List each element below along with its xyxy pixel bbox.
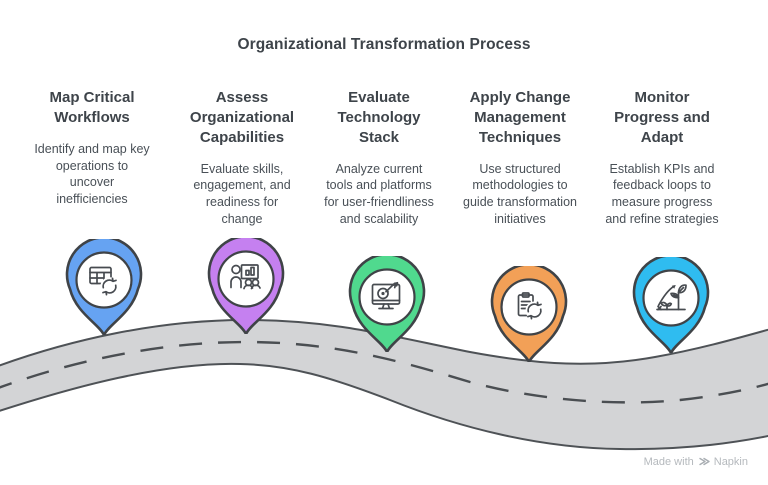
step-column-3: Evaluate Technology Stack Analyze curren… — [299, 88, 459, 227]
watermark-brand: Napkin — [713, 456, 748, 468]
step-title: Map Critical Workflows — [49, 89, 135, 126]
step-title: Monitor Progress and Adapt — [614, 89, 710, 146]
monitor-target-icon — [371, 281, 401, 310]
clipboard-sync-icon — [517, 292, 544, 320]
napkin-logo-icon — [699, 457, 710, 466]
step-title: Assess Organizational Capabilities — [189, 89, 295, 146]
page-title: Organizational Transformation Process — [237, 36, 531, 53]
step-description: Evaluate skills, engagement, and readine… — [193, 161, 291, 226]
step-column-5: Monitor Progress and Adapt Establish KPI… — [582, 88, 742, 227]
step-description: Analyze current tools and platforms for … — [324, 161, 434, 226]
step-column-2: Assess Organizational Capabilities Evalu… — [162, 88, 322, 227]
step-column-1: Map Critical Workflows Identify and map … — [12, 88, 172, 207]
presentation-audience-icon — [230, 264, 261, 290]
step-title: Evaluate Technology Stack — [337, 89, 421, 146]
growth-plant-icon — [656, 284, 687, 311]
step-column-4: Apply Change Management Techniques Use s… — [440, 88, 600, 227]
table-sync-icon — [89, 266, 119, 296]
step-title: Apply Change Management Techniques — [469, 89, 571, 146]
watermark: Made with Napkin — [644, 456, 748, 468]
map-pin-step-5 — [632, 257, 710, 353]
watermark-prefix: Made with — [643, 456, 694, 468]
map-pin-step-4 — [490, 266, 568, 362]
step-description: Establish KPIs and feedback loops to mea… — [605, 161, 719, 226]
map-pin-step-2 — [207, 238, 285, 334]
map-pin-step-1 — [65, 239, 143, 335]
step-description: Use structured methodologies to guide tr… — [463, 161, 577, 226]
step-description: Identify and map key operations to uncov… — [34, 141, 150, 206]
pin-inner-circle — [642, 269, 700, 327]
road-center-dashed-line — [0, 340, 768, 404]
map-pin-step-3 — [348, 256, 426, 352]
road-surface — [0, 318, 768, 451]
